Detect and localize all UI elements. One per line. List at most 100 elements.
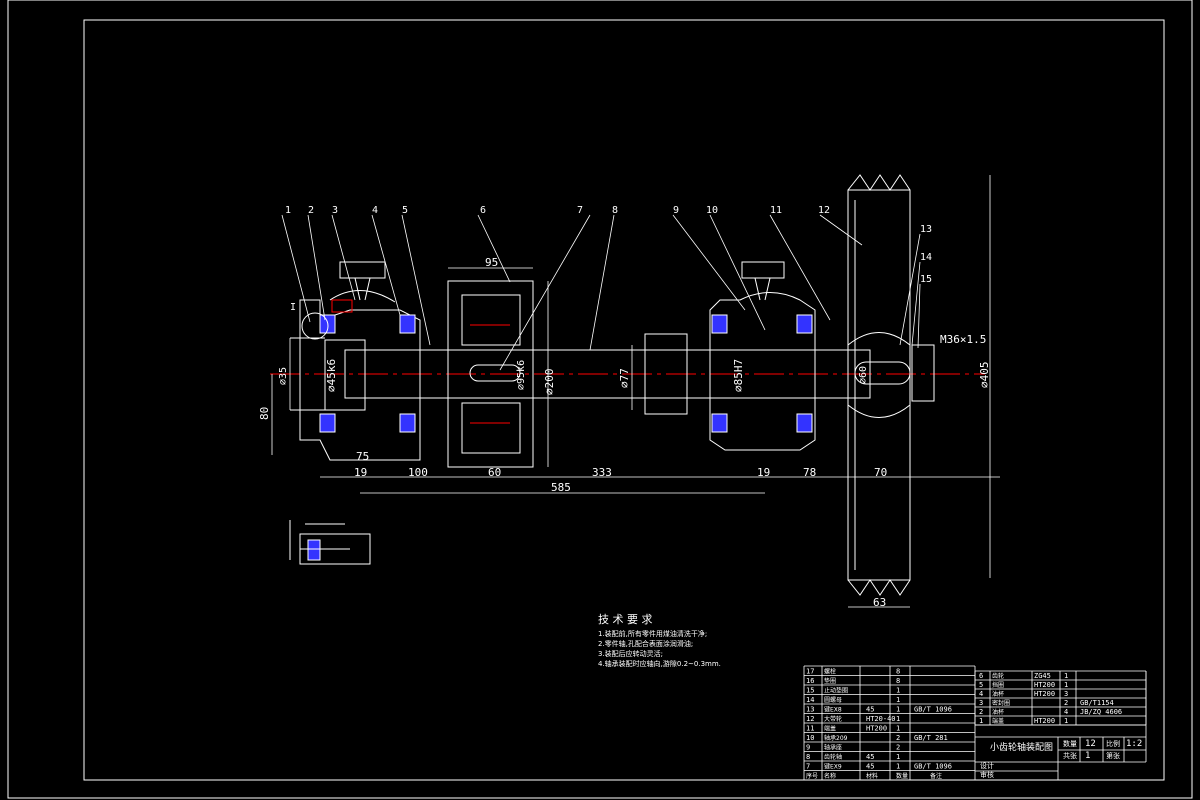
dim-phi45: ⌀45k6 [325, 359, 338, 392]
bom-left-standard: GB/T 1096 [914, 706, 952, 714]
bom-left-name: 齿轮轴 [824, 753, 842, 761]
checker-label: 审核 [980, 770, 994, 779]
bom-right-material: HT200 [1034, 681, 1055, 689]
bom-left-qty: 8 [896, 668, 900, 676]
balloon-1: 1 [285, 205, 291, 216]
bom-left-name: 端盖 [824, 725, 836, 733]
bom-left-qty: 1 [896, 753, 900, 761]
bom-left-no: 15 [806, 687, 814, 695]
dim-19b: 19 [757, 466, 770, 479]
balloon-7: 7 [577, 205, 583, 216]
bom-left-qty: 1 [896, 696, 900, 704]
bom-left-footer-mat: 材料 [866, 772, 878, 780]
dim-78: 78 [803, 466, 816, 479]
bom-left-name: 键EX8 [824, 706, 842, 714]
gear [447, 280, 534, 468]
bom-left-qty: 1 [896, 763, 900, 771]
inner-frame [83, 19, 1165, 781]
balloon-8: 8 [612, 205, 618, 216]
scale-value: 1:2 [1126, 739, 1142, 749]
balloon-10: 10 [706, 205, 718, 216]
bom-right-material: HT200 [1034, 717, 1055, 725]
balloon-5: 5 [402, 205, 408, 216]
dim-phi60: ⌀60 [858, 366, 869, 384]
balloon-leaders [281, 214, 921, 371]
bom-left-material: HT20-40 [866, 715, 896, 723]
bom-left-footer-name: 名称 [824, 772, 836, 780]
balloon-labels: 1 2 3 4 5 6 7 8 9 10 11 12 13 14 15 I [285, 205, 932, 313]
bom-left-qty: 1 [896, 706, 900, 714]
dim-phi35: ⌀35 [278, 367, 289, 385]
bom-left-name: 螺栓 [824, 668, 836, 676]
bom-left-name: 轴承209 [824, 734, 848, 742]
scale-label: 比例 [1106, 739, 1120, 748]
dimension-lines [271, 175, 1000, 608]
dim-75: 75 [356, 450, 369, 463]
dim-70: 70 [874, 466, 887, 479]
balloon-9: 9 [673, 205, 679, 216]
bom-left-no: 14 [806, 696, 814, 704]
bom-left-standard: GB/T 281 [914, 734, 948, 742]
bom-left-footer-no: 序号 [806, 772, 818, 780]
detail-circle [301, 312, 329, 340]
balloon-13: 13 [920, 224, 932, 235]
bom-left-standard: GB/T 1096 [914, 763, 952, 771]
bom-right-no: 6 [979, 672, 983, 680]
bom-left-no: 8 [806, 753, 810, 761]
dim-80: 80 [258, 407, 271, 420]
bom-left-name: 键EX9 [824, 763, 842, 771]
bom-left-no: 12 [806, 715, 814, 723]
bom-left-no: 17 [806, 668, 814, 676]
bom-right-qty: 1 [1064, 672, 1068, 680]
balloon-2: 2 [308, 205, 314, 216]
designer-label: 设计 [980, 761, 994, 770]
dim-63: 63 [873, 596, 886, 609]
bom-left-name: 圆螺母 [824, 696, 842, 704]
dim-phi77: ⌀77 [618, 368, 631, 388]
bom-right-qty: 2 [1064, 699, 1068, 707]
bom-right-qty: 1 [1064, 717, 1068, 725]
right-bearing-housing [709, 261, 816, 451]
bom-right-qty: 3 [1064, 690, 1068, 698]
hub [644, 333, 688, 415]
dim-thread: M36×1.5 [940, 333, 986, 346]
tech-req-line-3: 3.装配后应转动灵活; [598, 649, 663, 658]
bom-right-name: 油杯 [992, 690, 1004, 698]
bom-right-material: HT200 [1034, 690, 1055, 698]
bom-right-no: 1 [979, 717, 983, 725]
bom-left-no: 16 [806, 677, 814, 685]
bom-left-no: 11 [806, 725, 814, 733]
bom-left-no: 10 [806, 734, 814, 742]
bom-left-qty: 2 [896, 744, 900, 752]
bom-left-material: 45 [866, 763, 874, 771]
bom-left-material: 45 [866, 706, 874, 714]
bom-left-name: 大带轮 [824, 715, 842, 723]
left-shaft-stub [290, 337, 366, 411]
sheet-label: 共张 [1063, 751, 1077, 760]
dim-phi95k6: ⌀95k6 [516, 360, 527, 390]
bom-right-no: 4 [979, 690, 983, 698]
sheet2-label: 第张 [1106, 751, 1120, 760]
bom-left-name: 轴承座 [824, 744, 842, 752]
bom-left-qty: 1 [896, 687, 900, 695]
dim-333: 333 [592, 466, 612, 479]
balloon-3: 3 [332, 205, 338, 216]
outer-frame [7, 0, 1193, 799]
bom-right-name: 齿轮 [992, 672, 1004, 680]
bom-right-name: 油杯 [992, 708, 1004, 716]
bom-left-no: 13 [806, 706, 814, 714]
dim-100: 100 [408, 466, 428, 479]
pulley [847, 174, 935, 596]
bom-right-standard: GB/T1154 [1080, 699, 1114, 707]
drawing-title: 小齿轮轴装配图 [990, 741, 1053, 753]
left-bearing-housing [299, 261, 421, 461]
bom-right-no: 2 [979, 708, 983, 716]
detail-view [289, 520, 371, 565]
balloon-12: 12 [818, 205, 830, 216]
dimension-texts: 95 100 60 333 19 19 78 70 585 63 75 80 ⌀… [258, 256, 991, 609]
qty-label: 数量 [1063, 739, 1077, 748]
tech-req-line-4: 4.轴承装配时应轴向,游隙0.2~0.3mm. [598, 659, 721, 668]
balloon-6: 6 [480, 205, 486, 216]
sheet-value: 1 [1085, 751, 1090, 761]
